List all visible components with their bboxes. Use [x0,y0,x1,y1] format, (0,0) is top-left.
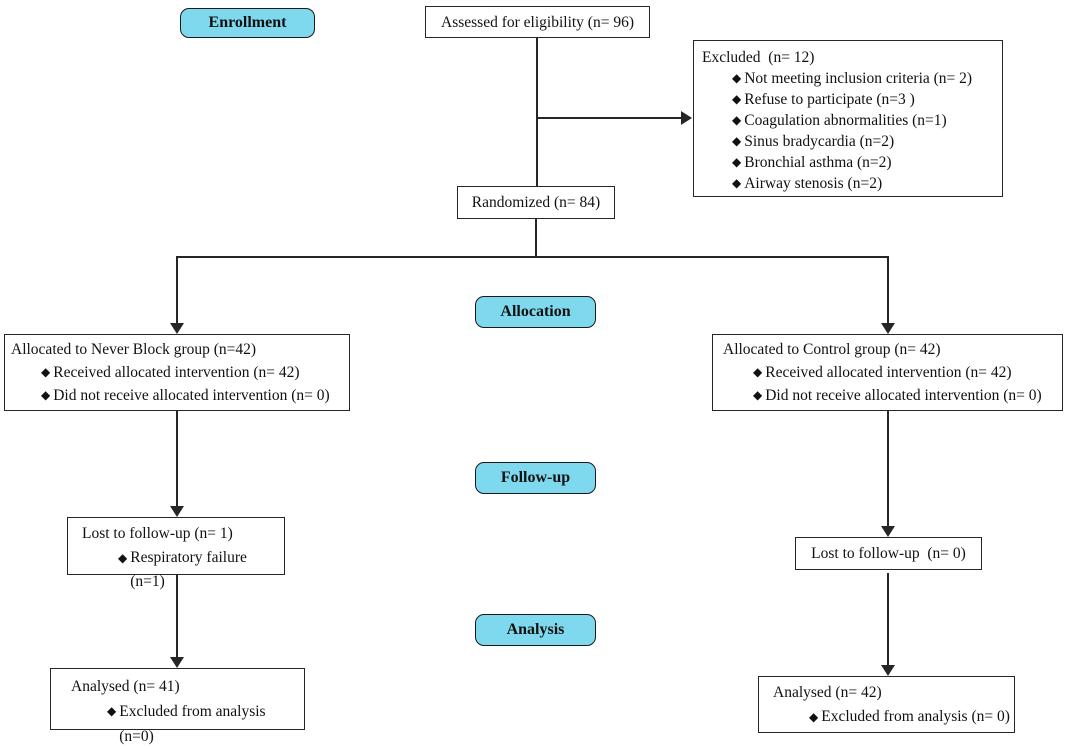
excluded-item: ◆ Bronchial asthma (n=2) [732,152,996,173]
connector-line [176,256,178,325]
randomized-box: Randomized (n= 84) [457,186,615,219]
connector-line [536,38,538,186]
excluded-item-text: Bronchial asthma (n=2) [744,154,892,171]
analysis-left-item: ◆ Excluded from analysis (n=0) [107,699,300,749]
arrow-down-icon [170,506,184,517]
followup-left-title: Lost to follow-up (n= 1) [82,525,233,542]
excluded-box: Excluded (n= 12) ◆ Not meeting inclusion… [693,40,1003,197]
allocation-left-item: ◆ Did not receive allocated intervention… [41,384,345,407]
allocation-left-item-text: Did not receive allocated intervention (… [53,387,330,404]
excluded-item-text: Coagulation abnormalities (n=1) [744,112,947,129]
diamond-bullet-icon: ◆ [732,113,742,127]
analysis-right-title: Analysed (n= 42) [773,684,882,701]
stage-badge-followup: Follow-up [475,462,596,494]
analysis-right-item: ◆ Excluded from analysis (n= 0) [809,705,1010,729]
diamond-bullet-icon: ◆ [732,176,742,190]
followup-left-item: ◆ Respiratory failure (n=1) [118,546,280,594]
diamond-bullet-icon: ◆ [732,155,742,169]
excluded-item-text: Refuse to participate (n=3 ) [744,91,915,108]
allocation-left-box: Allocated to Never Block group (n=42) ◆ … [4,334,350,411]
allocation-right-item-text: Received allocated intervention (n= 42) [765,364,1012,381]
diamond-bullet-icon: ◆ [753,365,763,379]
diamond-bullet-icon: ◆ [732,134,742,148]
arrow-down-icon [881,323,895,334]
analysis-left-box: Analysed (n= 41) ◆ Excluded from analysi… [50,668,305,745]
stage-badge-analysis: Analysis [475,614,596,646]
analysis-right-item-text: Excluded from analysis (n= 0) [821,708,1010,725]
diamond-bullet-icon: ◆ [732,71,742,85]
stage-badge-allocation: Allocation [475,296,596,328]
excluded-item: ◆ Sinus bradycardia (n=2) [732,131,996,152]
excluded-item: ◆ Airway stenosis (n=2) [732,173,996,194]
allocation-right-item-text: Did not receive allocated intervention (… [765,387,1042,404]
connector-line [887,411,889,528]
followup-left-box: Lost to follow-up (n= 1) ◆ Respiratory f… [67,517,285,590]
arrow-right-icon [681,111,692,125]
diamond-bullet-icon: ◆ [118,551,128,565]
excluded-item-text: Not meeting inclusion criteria (n= 2) [744,70,973,87]
allocation-right-box: Allocated to Control group (n= 42) ◆ Rec… [712,334,1063,411]
allocation-left-item: ◆ Received allocated intervention (n= 42… [41,361,345,384]
allocation-left-item-text: Received allocated intervention (n= 42) [53,364,300,381]
arrow-down-icon [881,526,895,537]
arrow-down-icon [881,665,895,676]
connector-line [887,256,889,325]
followup-right-text: Lost to follow-up (n= 0) [811,545,966,562]
analysis-right-box: Analysed (n= 42) ◆ Excluded from analysi… [758,676,1015,733]
excluded-item-text: Sinus bradycardia (n=2) [744,133,895,150]
arrow-down-icon [170,323,184,334]
connector-line [176,575,178,659]
allocation-right-title: Allocated to Control group (n= 42) [723,341,941,358]
assessed-box: Assessed for eligibility (n= 96) [425,6,650,38]
stage-badge-enrollment: Enrollment [180,8,315,38]
analysis-left-title: Analysed (n= 41) [71,678,180,695]
excluded-item-text: Airway stenosis (n=2) [744,175,883,192]
diamond-bullet-icon: ◆ [809,710,819,724]
allocation-right-item: ◆ Did not receive allocated intervention… [753,384,1058,407]
connector-line [176,411,178,508]
diamond-bullet-icon: ◆ [41,365,51,379]
followup-right-box: Lost to follow-up (n= 0) [795,537,982,570]
connector-line [535,219,537,257]
connector-line [887,573,889,667]
excluded-item: ◆ Coagulation abnormalities (n=1) [732,110,996,131]
excluded-title: Excluded (n= 12) [702,49,815,66]
assessed-text: Assessed for eligibility (n= 96) [441,13,634,31]
diamond-bullet-icon: ◆ [41,388,51,402]
followup-left-item-text: Respiratory failure (n=1) [130,549,251,590]
excluded-item: ◆ Not meeting inclusion criteria (n= 2) [732,68,996,89]
analysis-left-item-text: Excluded from analysis (n=0) [119,703,270,745]
allocation-right-item: ◆ Received allocated intervention (n= 42… [753,361,1058,384]
connector-line [176,256,889,258]
diamond-bullet-icon: ◆ [753,388,763,402]
arrow-down-icon [170,657,184,668]
randomized-text: Randomized (n= 84) [471,194,601,211]
allocation-left-title: Allocated to Never Block group (n=42) [11,341,257,358]
diamond-bullet-icon: ◆ [107,704,117,718]
diamond-bullet-icon: ◆ [732,92,742,106]
excluded-item: ◆ Refuse to participate (n=3 ) [732,89,996,110]
connector-line [536,117,684,119]
